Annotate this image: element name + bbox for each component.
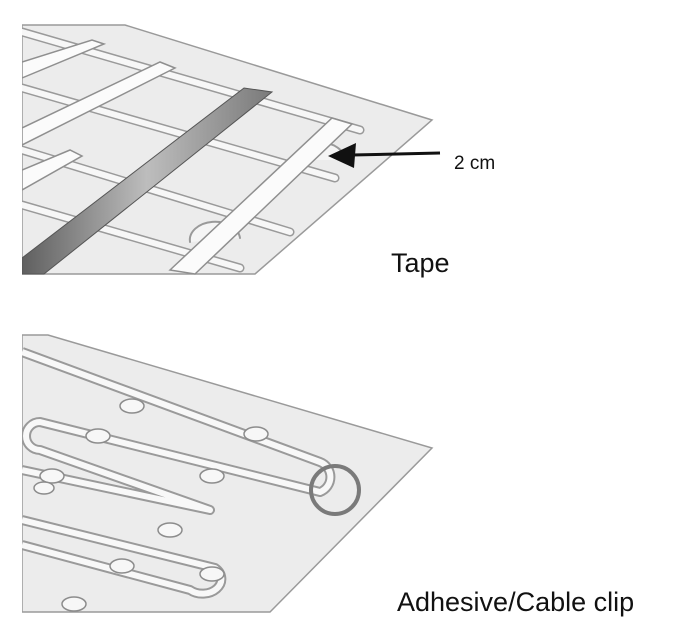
tape-strips xyxy=(22,39,354,275)
tape-caption: Tape xyxy=(391,248,450,278)
adhesive-clip-caption: Adhesive/Cable clip xyxy=(397,587,635,617)
adhesive-clips xyxy=(33,398,269,612)
clip-panel xyxy=(22,334,434,613)
cable-groove xyxy=(22,87,274,275)
dimension-arrow xyxy=(328,143,441,168)
tape-panel xyxy=(22,24,441,275)
clip-highlight-circle xyxy=(309,464,361,516)
dimension-label: 2 cm xyxy=(454,153,496,174)
